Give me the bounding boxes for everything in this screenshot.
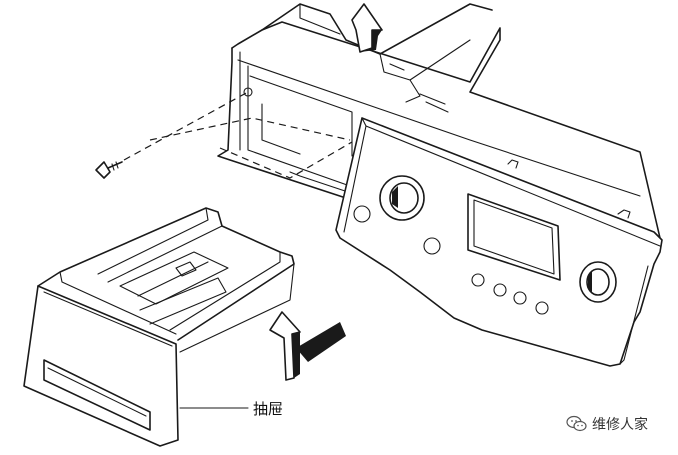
display-window: [467, 193, 561, 281]
watermark-text: 维修人家: [592, 417, 648, 433]
dispenser-housing: [217, 3, 661, 239]
screw: [95, 161, 123, 179]
panel-guide-line-lower: [219, 141, 353, 179]
lift-arrow-drawer: [269, 311, 346, 381]
drawer-handle: [43, 359, 151, 431]
left-knob: [379, 175, 425, 221]
drawer-label: 抽屉: [253, 400, 284, 418]
panel-guide-line-upper: [149, 117, 351, 141]
control-panel: [335, 117, 663, 367]
right-knob: [579, 261, 617, 303]
detergent-drawer: [23, 207, 295, 447]
watermark: 维修人家: [566, 414, 648, 434]
lift-arrow-top: [351, 3, 383, 53]
left-small-button: [353, 205, 371, 223]
button-row: [471, 273, 549, 315]
center-small-button: [423, 237, 441, 255]
wechat-icon: [566, 415, 587, 432]
